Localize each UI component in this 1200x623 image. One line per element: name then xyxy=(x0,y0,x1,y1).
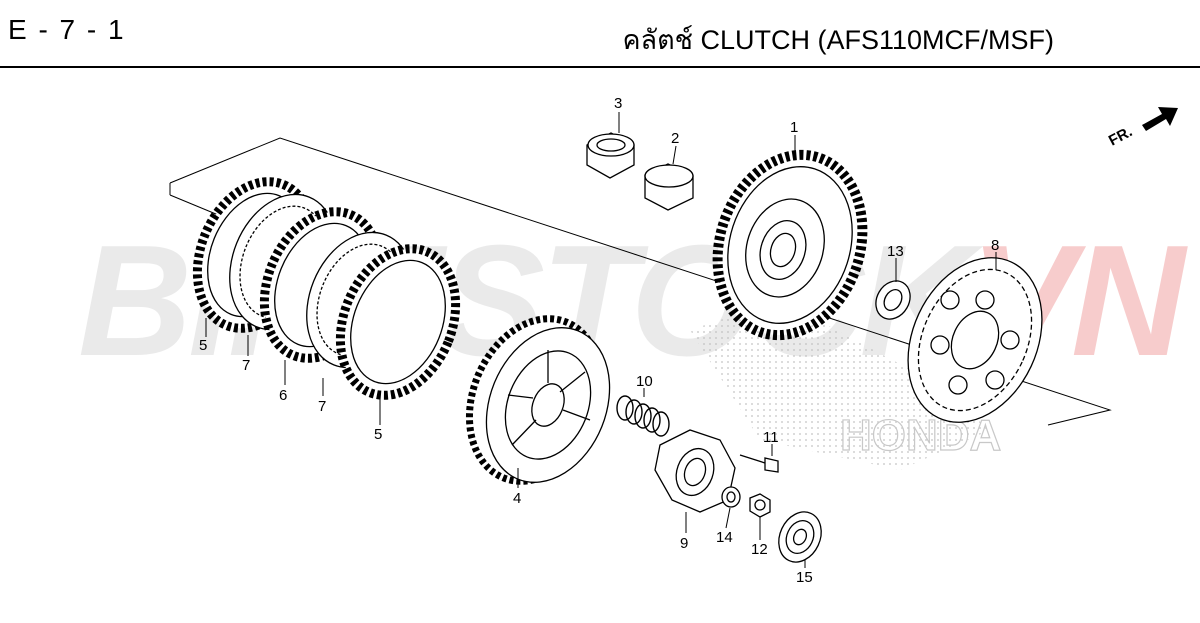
callout-12: 12 xyxy=(751,541,768,558)
thrust-washer-13 xyxy=(875,280,911,320)
bearing-15 xyxy=(778,511,822,563)
callout-9: 9 xyxy=(680,535,688,552)
callout-13: 13 xyxy=(887,243,904,260)
callout-6: 6 xyxy=(279,387,287,404)
lifter-plate xyxy=(654,429,736,513)
callout-14: 14 xyxy=(716,529,733,546)
clutch-outer xyxy=(712,149,868,341)
collar-3 xyxy=(586,132,635,179)
callout-1: 1 xyxy=(790,119,798,136)
collar-2 xyxy=(644,163,694,211)
halftone-watermark: HONDA xyxy=(690,300,1002,470)
callout-5b: 5 xyxy=(374,426,382,443)
callout-11: 11 xyxy=(763,429,779,446)
nut-12 xyxy=(749,493,771,518)
clutch-plate-stack xyxy=(192,177,461,400)
callout-7b: 7 xyxy=(318,398,326,415)
lifter-bolt xyxy=(739,454,779,473)
header-divider xyxy=(0,66,1200,68)
friction-disc-5b xyxy=(335,244,461,400)
clutch-center-plate xyxy=(907,257,1043,423)
callout-8: 8 xyxy=(991,237,999,254)
pressure-plate xyxy=(465,315,611,485)
callout-2: 2 xyxy=(671,130,679,147)
callout-7a: 7 xyxy=(242,357,250,374)
callout-15: 15 xyxy=(796,569,813,586)
page-title: คลัตช์ CLUTCH (AFS110MCF/MSF) xyxy=(622,25,1055,55)
front-arrow-icon xyxy=(1142,107,1178,131)
callout-5a: 5 xyxy=(199,337,207,354)
callout-10: 10 xyxy=(636,373,653,390)
callout-leaders xyxy=(205,112,997,568)
washer-14 xyxy=(721,486,741,508)
callout-3: 3 xyxy=(614,95,622,112)
callout-numbers: 3 2 1 13 8 5 7 6 7 5 4 10 11 9 14 12 15 xyxy=(199,95,999,586)
front-direction-indicator: FR. xyxy=(1106,107,1178,150)
fr-label: FR. xyxy=(1106,123,1135,149)
clutch-spring xyxy=(616,395,670,437)
callout-4: 4 xyxy=(513,490,521,507)
page-code: E - 7 - 1 xyxy=(8,14,126,45)
